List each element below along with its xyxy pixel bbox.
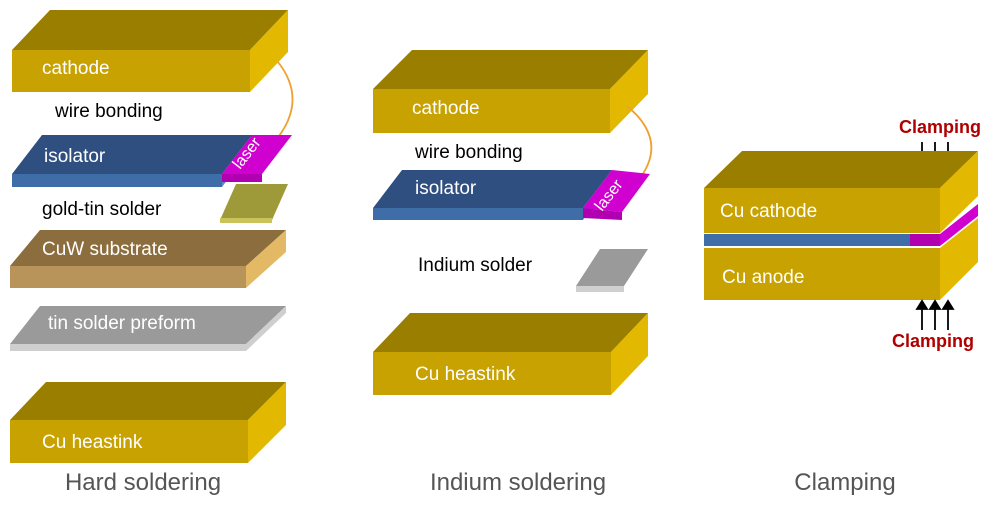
clamp-cathode-label: Cu cathode — [720, 201, 817, 222]
indium-solder-piece — [576, 249, 648, 292]
hard-cathode-label: cathode — [42, 58, 110, 79]
hard-isolator-plate — [12, 135, 252, 187]
indium-isolator-label: isolator — [415, 178, 477, 199]
hard-tin-preform — [10, 306, 286, 351]
indium-heatsink-label: Cu heastink — [415, 364, 516, 385]
hard-heatsink-label: Cu heastink — [42, 432, 143, 453]
caption-hard-soldering: Hard soldering — [65, 469, 221, 496]
indium-solder-label: Indium solder — [418, 255, 533, 276]
indium-cathode-block — [373, 50, 648, 133]
hard-substrate-label: CuW substrate — [42, 239, 168, 260]
indium-laser-chip — [583, 170, 650, 220]
hard-preform-label: tin solder preform — [48, 313, 196, 334]
indium-isolator-plate — [373, 170, 612, 220]
clamping-top-label: Clamping — [899, 117, 981, 137]
clamp-cu-anode — [704, 218, 978, 300]
panel-clamping: Clamping Cu cathode Cu anode — [704, 117, 981, 496]
hard-wire-label: wire bonding — [54, 101, 163, 122]
hard-isolator-label: isolator — [44, 146, 106, 167]
clamp-isolator-layer — [704, 204, 978, 246]
indium-wire-label: wire bonding — [414, 142, 523, 163]
panel-indium-soldering: cathode wire bonding isolator laser Indi… — [373, 50, 653, 496]
hard-cu-heatsink — [10, 382, 286, 463]
caption-clamping: Clamping — [794, 469, 895, 496]
hard-gold-tin-label: gold-tin solder — [42, 199, 162, 220]
hard-laser-chip — [222, 135, 292, 182]
clamp-cu-cathode — [704, 151, 978, 233]
indium-wire-bond — [626, 105, 653, 179]
clamp-arrows-bottom — [915, 299, 955, 330]
clamp-anode-label: Cu anode — [722, 267, 804, 288]
indium-cu-heatsink — [373, 313, 648, 395]
caption-indium-soldering: Indium soldering — [430, 469, 606, 496]
indium-cathode-label: cathode — [412, 98, 480, 119]
hard-cathode-block — [12, 10, 288, 92]
hard-cuw-substrate — [10, 230, 286, 288]
hard-wire-bond — [275, 61, 294, 141]
hard-gold-tin-solder — [220, 184, 288, 223]
panel-hard-soldering: cathode wire bonding isolator laser gold… — [10, 10, 294, 496]
clamping-bottom-label: Clamping — [892, 331, 974, 351]
